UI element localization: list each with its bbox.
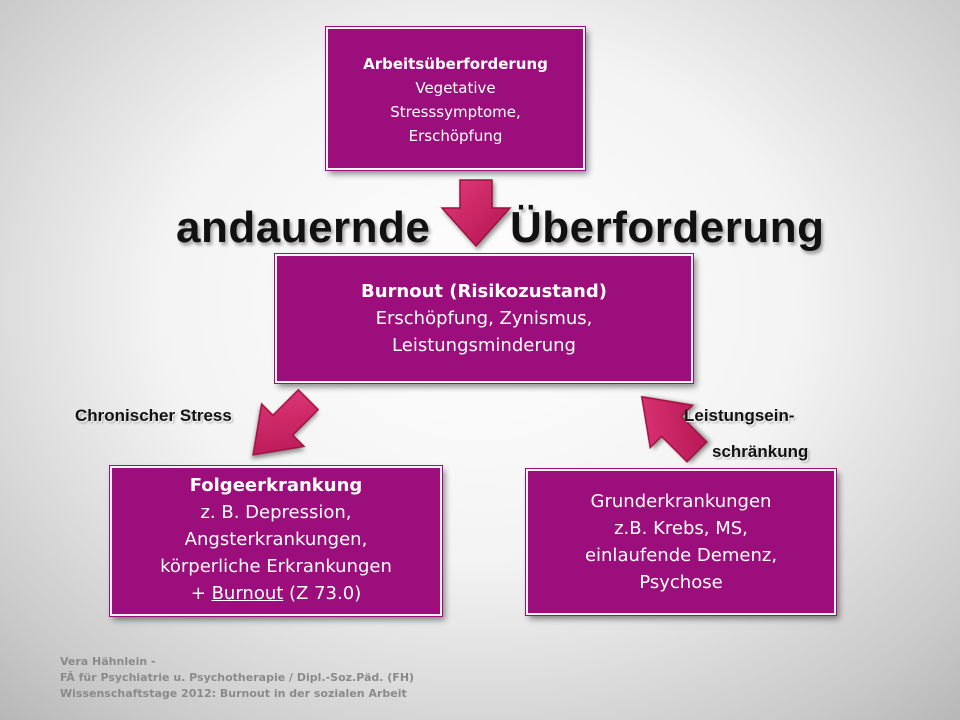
- middle-box-line2: Erschöpfung, Zynismus,: [375, 308, 593, 329]
- right-box-line3: einlaufende Demenz,: [584, 545, 778, 566]
- footer-credits: Vera Hähnlein - FÄ für Psychiatrie u. Ps…: [60, 654, 414, 702]
- middle-box-line3: Leistungsminderung: [392, 335, 576, 356]
- middle-box-title: Burnout (Risikozustand): [361, 281, 607, 302]
- right-box-line2: z.B. Krebs, MS,: [614, 518, 748, 539]
- burnout-link[interactable]: Burnout: [211, 583, 284, 604]
- right-box-line1: Grunderkrankungen: [590, 491, 772, 512]
- box-grunderkrankungen: Grunderkrankungen z.B. Krebs, MS, einlau…: [525, 468, 837, 616]
- box-arbeitsueberforderung: Arbeitsüberforderung Vegetative Stresssy…: [325, 26, 586, 171]
- top-box-line4: Erschöpfung: [408, 126, 503, 145]
- arrow-down-left: [252, 388, 320, 456]
- arrow-up-left: [640, 395, 708, 463]
- label-leistungseinschraenkung-1: Leistungsein-: [684, 406, 795, 425]
- top-box-line1: Arbeitsüberforderung: [363, 54, 548, 73]
- footer-line3: Wissenschaftstage 2012: Burnout in der s…: [60, 687, 407, 700]
- label-leistungseinschraenkung-2: schränkung: [712, 442, 809, 461]
- footer-line2: FÄ für Psychiatrie u. Psychotherapie / D…: [60, 671, 415, 684]
- heading-right: Überforderung: [510, 203, 825, 252]
- left-box-line4: körperliche Erkrankungen: [160, 556, 392, 577]
- top-box-line3: Stresssymptome,: [390, 102, 521, 121]
- arrow-down-top: [440, 179, 512, 248]
- heading-left: andauernde: [176, 203, 431, 252]
- left-box-line5-prefix: +: [190, 583, 212, 604]
- right-box-line4: Psychose: [639, 572, 723, 593]
- left-box-line2: z. B. Depression,: [200, 502, 352, 523]
- top-box-line2: Vegetative: [415, 78, 496, 97]
- left-box-line3: Angsterkrankungen,: [184, 529, 368, 550]
- label-chronischer-stress: Chronischer Stress: [75, 406, 232, 425]
- left-box-line5-suffix: (Z 73.0): [283, 583, 362, 604]
- box-burnout: Burnout (Risikozustand) Erschöpfung, Zyn…: [274, 253, 694, 384]
- footer-line1: Vera Hähnlein -: [60, 655, 156, 668]
- box-folgeerkrankung: Folgeerkrankung z. B. Depression, Angste…: [109, 465, 443, 617]
- left-box-title: Folgeerkrankung: [189, 475, 363, 496]
- left-box-line5: + Burnout (Z 73.0): [191, 580, 361, 607]
